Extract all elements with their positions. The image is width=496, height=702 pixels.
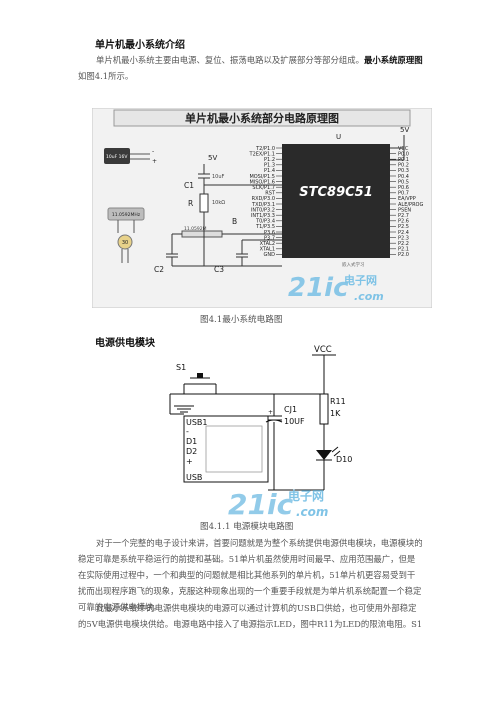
chip-pin-label: P2.5 <box>398 224 409 230</box>
power-paragraph-1: 对于一个完整的电子设计来讲，首要问题就是为整个系统提供电源供电模块，电源模块的稳… <box>78 538 423 612</box>
crystal-image-label: 11.0592MHz <box>112 212 141 218</box>
xtal-value: 11.0592M <box>184 226 207 232</box>
vcc-left-label: 5V <box>208 154 217 162</box>
chip-pin-label: P2.0 <box>398 252 409 258</box>
ceramic-cap-image <box>117 234 133 250</box>
s1-label: S1 <box>176 363 186 372</box>
chip-pin-label: P2.6 <box>398 219 409 225</box>
c2-label: C2 <box>154 265 164 274</box>
chip-pin-label: MOSI/P1.5 <box>249 174 275 180</box>
watermark-com: .com <box>296 505 328 519</box>
chip-left-pins: T2/P1.0T2EX/P1.1P1.2P1.3P1.4MOSI/P1.5MIS… <box>249 146 282 258</box>
chip-pin-label: INT1/P3.3 <box>251 213 275 219</box>
crystal-image <box>107 207 145 221</box>
chip-footnote: 嵌入式学习 <box>342 261 365 268</box>
c1-label: C1 <box>184 181 194 190</box>
usb-connector <box>183 415 269 483</box>
chip-pin-label: SCK/P1.7 <box>252 185 275 191</box>
c3-label: C3 <box>214 265 224 274</box>
vcc-right-label: 5V <box>400 126 409 134</box>
chip-pin-label: P0.2 <box>398 163 409 169</box>
power-supply-schematic: VCC S1 USB1 - D1 D2 + USB + CJ1 10UF R11… <box>169 345 352 520</box>
c1-value: 10uF <box>212 174 225 180</box>
chip-pin-label: XTAL1 <box>260 247 275 253</box>
mcu-chip <box>282 144 390 258</box>
chip-pin-label: P0.4 <box>398 174 409 180</box>
chip-pin-label: P1.3 <box>264 163 275 169</box>
chip-pin-label: P2.4 <box>398 230 409 236</box>
d1-label: D1 <box>186 437 197 446</box>
usb-minus: - <box>186 427 189 436</box>
chip-pin-label: P2.3 <box>398 235 409 241</box>
chip-pin-label: INT0/P3.2 <box>251 207 275 213</box>
cap-image-label: 10uF 16V <box>106 154 128 160</box>
electrolytic-cap-image <box>104 148 130 164</box>
b-label: B <box>232 217 237 226</box>
chip-pin-label: T2/P1.0 <box>255 146 275 152</box>
r11-label: R11 <box>330 397 346 406</box>
vcc-label: VCC <box>314 345 332 355</box>
cj1-label: CJ1 <box>284 405 297 414</box>
intro-bold-link: 最小系统原理图 <box>364 55 423 65</box>
chip-pin-label: P2.7 <box>398 213 409 219</box>
figure2-caption: 图4.1.1 电源模块电路图 <box>200 522 294 532</box>
chip-pin-label: GND <box>264 252 276 258</box>
watermark-cn: 电子网 <box>288 488 324 503</box>
intro-text-a: 单片机最小系统主要由电源、复位、振荡电路以及扩展部分等部分组成。 <box>96 55 364 65</box>
chip-pin-label: P1.4 <box>264 168 275 174</box>
chip-pin-label: MISO/P1.6 <box>249 179 275 185</box>
watermark-21ic: 21ic <box>228 488 294 520</box>
section-title-min-system: 单片机最小系统介绍 <box>95 40 185 51</box>
chip-pin-label: P0.3 <box>398 168 409 174</box>
chip-pin-label: P0.7 <box>398 191 409 197</box>
chip-pin-label: P0.6 <box>398 185 409 191</box>
usb-label: USB <box>186 473 202 482</box>
d2-label: D2 <box>186 447 197 456</box>
d10-label: D10 <box>336 455 352 464</box>
intro-text-b: 如图4.1所示。 <box>78 71 134 81</box>
chip-pin-label: P0.5 <box>398 179 409 185</box>
ceramic-cap-label: 30 <box>122 240 128 246</box>
chip-pin-label: P2.2 <box>398 241 409 247</box>
chip-pin-label: P0.0 <box>398 151 409 157</box>
power-paragraph-2: 此最小系统中的电源供电模块的电源可以通过计算机的USB口供给，也可使用外部稳定的… <box>78 603 423 629</box>
chip-pin-label: P3.7 <box>264 235 275 241</box>
usb-plus: + <box>186 457 193 466</box>
led-d10 <box>316 450 332 460</box>
chip-pin-label: PSEN <box>398 207 411 213</box>
chip-pin-label: ALE/PROG <box>398 202 423 208</box>
usb1-label: USB1 <box>186 418 208 427</box>
chip-pin-label: T1/P3.5 <box>255 224 275 230</box>
chip-pin-label: P1.2 <box>264 157 275 163</box>
intro-paragraph: 单片机最小系统主要由电源、复位、振荡电路以及扩展部分等部分组成。最小系统原理图如… <box>78 52 423 84</box>
chip-pin-label: T2EX/P1.1 <box>249 151 275 157</box>
chip-pin-label: P3.6 <box>264 230 275 236</box>
chip-pin-label: T0/P3.4 <box>255 219 275 225</box>
chip-pin-label: EA/VPP <box>398 196 416 202</box>
r11-value: 1K <box>330 409 341 418</box>
r11-resistor <box>319 393 329 425</box>
chip-pin-label: P2.1 <box>398 247 409 253</box>
chip-label: U <box>336 133 341 141</box>
svg-text:-: - <box>152 148 154 155</box>
figure1-caption: 图4.1最小系统电路图 <box>200 315 283 325</box>
section-title-power: 电源供电模块 <box>95 338 155 349</box>
schematic-banner: 单片机最小系统部分电路原理图 <box>185 111 339 125</box>
chip-pin-label: VCC <box>398 146 409 152</box>
chip-pin-label: XTAL2 <box>260 241 275 247</box>
chip-name: STC89C51 <box>299 185 373 200</box>
cj1-value: 10UF <box>284 417 305 426</box>
watermark-com: .com <box>354 290 384 303</box>
r-label: R <box>188 199 193 208</box>
svg-text:+: + <box>152 158 157 165</box>
chip-pin-label: TXD/P3.1 <box>251 202 275 208</box>
watermark-21ic: 21ic <box>288 273 349 303</box>
chip-pin-label: RXD/P3.0 <box>252 196 275 202</box>
chip-pin-label: RST <box>265 191 276 197</box>
watermark-cn: 电子网 <box>344 273 377 287</box>
r-value: 10kΩ <box>212 200 225 206</box>
cj1-plus: + <box>268 409 273 416</box>
min-system-schematic: 单片机最小系统部分电路原理图 U STC89C51 T2/P1.0T2EX/P1… <box>92 108 432 308</box>
